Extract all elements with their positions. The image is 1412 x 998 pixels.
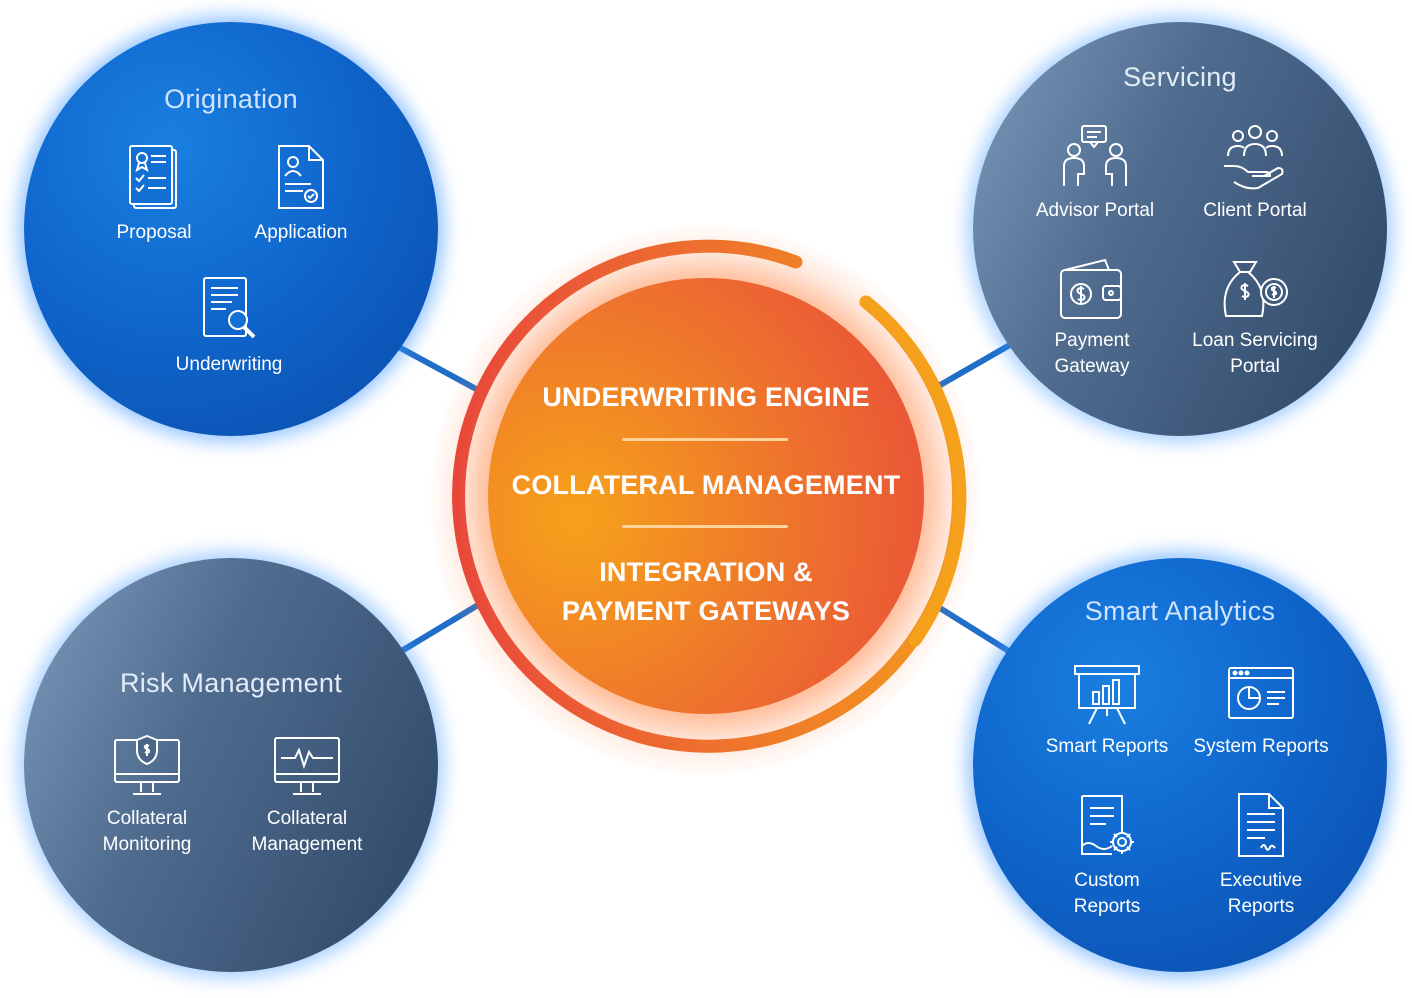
risk-item-collateral-monitoring: Collateral Monitoring xyxy=(62,734,232,858)
risk-item-label-line2: Management xyxy=(251,834,363,855)
risk-management-title: Risk Management xyxy=(119,668,343,698)
core-item-integration-line2: PAYMENT GATEWAYS xyxy=(561,596,851,626)
smart-analytics-circle: Smart Analytics Smart Reports xyxy=(973,558,1387,972)
browser-pie-icon xyxy=(1228,667,1294,719)
servicing-item-loan-servicing-portal: Loan Servicing Portal xyxy=(1170,256,1340,380)
risk-item-label-line1: Collateral xyxy=(106,808,188,829)
servicing-item-label: Advisor Portal xyxy=(1035,200,1155,221)
analytics-item-custom-reports: Custom Reports xyxy=(1022,792,1192,920)
analytics-item-label-line1: Custom xyxy=(1074,870,1140,891)
core-divider xyxy=(622,525,788,528)
connector-servicing xyxy=(933,339,1017,391)
analytics-item-label-line2: Reports xyxy=(1073,896,1141,917)
core-item-integration-line1: INTEGRATION & xyxy=(599,557,813,587)
monitor-pulse-icon xyxy=(274,737,340,795)
monitor-shield-icon xyxy=(114,734,180,795)
analytics-item-label: System Reports xyxy=(1193,736,1329,757)
origination-title: Origination xyxy=(164,84,298,114)
core-divider xyxy=(622,438,788,441)
client-group-icon xyxy=(1224,125,1284,190)
analytics-item-label-line2: Reports xyxy=(1227,896,1295,917)
servicing-item-client-portal: Client Portal xyxy=(1170,122,1340,224)
wallet-icon xyxy=(1060,258,1122,319)
core-item-underwriting-engine: UNDERWRITING ENGINE xyxy=(542,382,870,412)
risk-item-label-line1: Collateral xyxy=(266,808,348,829)
origination-item-application: Application xyxy=(216,144,386,246)
analytics-item-label: Smart Reports xyxy=(1045,736,1169,757)
risk-management-circle: Risk Management Collateral Monitoring xyxy=(24,558,438,972)
origination-item-label: Proposal xyxy=(116,222,192,243)
analytics-item-system-reports: System Reports xyxy=(1176,662,1346,760)
origination-item-proposal: Proposal xyxy=(69,144,239,246)
presentation-chart-icon xyxy=(1074,665,1140,725)
risk-item-collateral-management: Collateral Management xyxy=(222,734,392,858)
document-signature-icon xyxy=(1238,793,1284,857)
servicing-item-payment-gateway: Payment Gateway xyxy=(1007,256,1177,380)
document-gear-icon xyxy=(1081,795,1134,855)
connector-risk xyxy=(393,602,480,658)
servicing-item-label-line1: Payment xyxy=(1054,330,1130,351)
advisor-chat-icon xyxy=(1063,125,1127,186)
money-bag-icon xyxy=(1223,261,1288,317)
core-circle xyxy=(488,278,924,714)
servicing-item-label-line1: Loan Servicing xyxy=(1192,330,1318,351)
risk-item-label-line2: Monitoring xyxy=(102,834,192,855)
origination-item-label: Application xyxy=(254,222,348,243)
origination-circle: Origination Proposal xyxy=(24,22,438,436)
analytics-item-label-line1: Executive xyxy=(1219,870,1303,891)
origination-item-underwriting: Underwriting xyxy=(144,276,314,378)
servicing-item-label-line2: Gateway xyxy=(1054,356,1130,377)
connector-analytics xyxy=(933,602,1017,658)
proposal-document-icon xyxy=(129,145,177,209)
application-form-icon xyxy=(278,145,324,209)
servicing-item-advisor-portal: Advisor Portal xyxy=(1010,122,1180,224)
servicing-circle: Servicing Advisor Portal xyxy=(973,22,1387,436)
servicing-item-label: Client Portal xyxy=(1203,200,1307,221)
core-item-collateral-management: COLLATERAL MANAGEMENT xyxy=(511,470,901,500)
connector-origination xyxy=(393,342,480,393)
smart-analytics-title: Smart Analytics xyxy=(1084,596,1276,626)
underwriting-search-icon xyxy=(203,277,256,339)
servicing-item-label-line2: Portal xyxy=(1230,356,1280,377)
core-ring-arc-accent xyxy=(859,295,967,647)
servicing-title: Servicing xyxy=(1123,62,1237,92)
analytics-item-smart-reports: Smart Reports xyxy=(1022,662,1192,760)
origination-item-label: Underwriting xyxy=(175,354,283,375)
analytics-item-executive-reports: Executive Reports xyxy=(1176,792,1346,920)
